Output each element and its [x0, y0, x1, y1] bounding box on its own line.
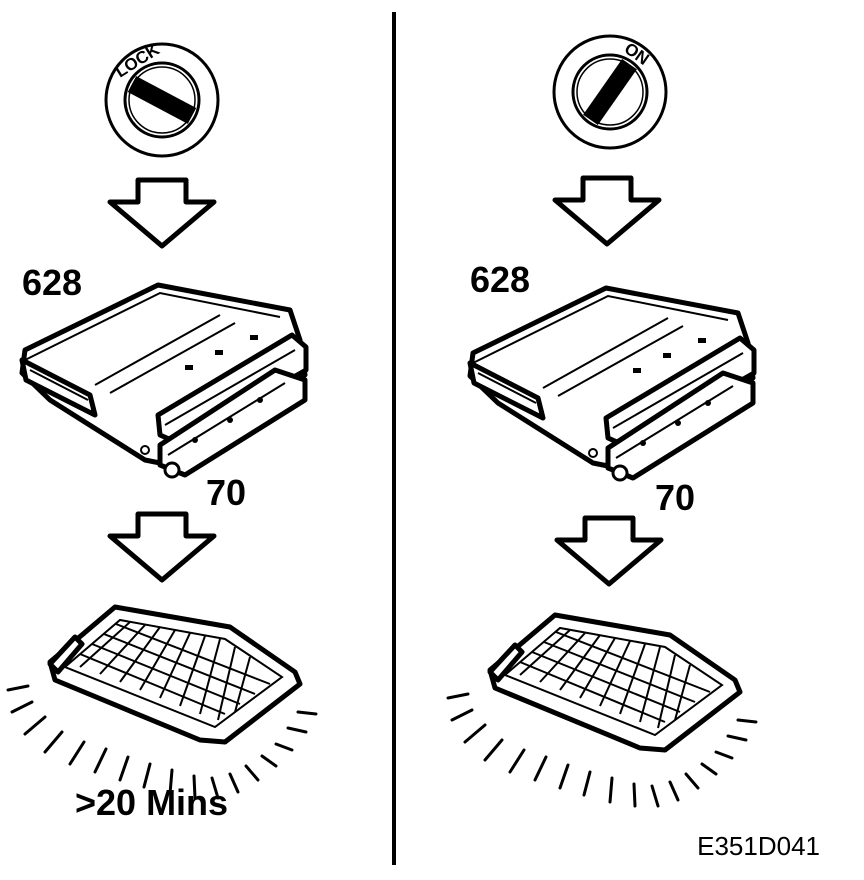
arrow-down-icon [555, 178, 659, 244]
arrow-down-icon [110, 514, 214, 580]
duration-caption: >20 Mins [75, 782, 228, 823]
control-module-icon [470, 288, 754, 480]
ignition-switch-on-icon: ON [552, 34, 668, 150]
lamp-unit-label: 70 [655, 477, 695, 518]
arrow-down-icon [557, 518, 661, 584]
arrow-down-icon [110, 180, 214, 246]
control-unit-label: 628 [22, 262, 82, 303]
figure-code: E351D041 [697, 831, 820, 861]
ignition-switch-lock-icon: LOCK [104, 39, 220, 158]
interior-lamp-lit-icon [8, 607, 316, 798]
control-unit-label: 628 [470, 259, 530, 300]
interior-lamp-lit-icon [448, 615, 756, 806]
left-panel: LOCK 628 70 >20 Mins [8, 39, 316, 823]
right-panel: ON 628 70 [448, 34, 756, 806]
lamp-unit-label: 70 [206, 472, 246, 513]
control-module-icon [22, 285, 306, 477]
